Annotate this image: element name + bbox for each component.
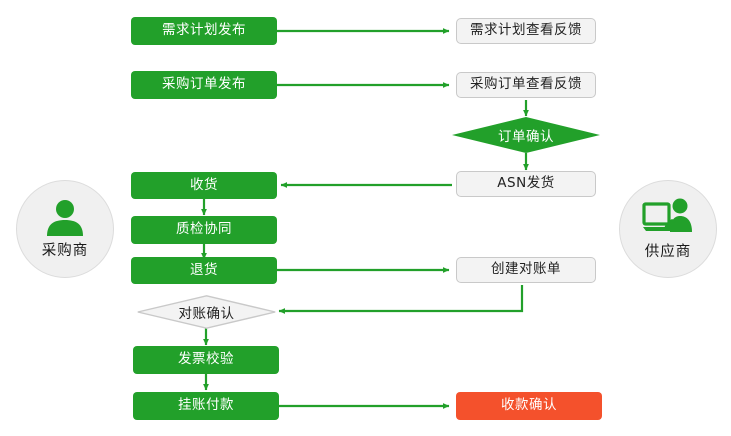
node-create-statement[interactable]: 创建对账单	[456, 257, 596, 283]
node-return-goods[interactable]: 退货	[131, 257, 277, 284]
node-order-confirm-label: 订单确认	[498, 129, 554, 145]
node-payment-post[interactable]: 挂账付款	[133, 392, 279, 420]
node-statement-confirm[interactable]: 对账确认	[137, 295, 276, 329]
edge-create-statement-to-statement-confirm	[278, 285, 524, 314]
node-asn-ship[interactable]: ASN发货	[456, 171, 596, 197]
node-demand-feedback[interactable]: 需求计划查看反馈	[456, 18, 596, 44]
diamond-shape-grey	[137, 295, 276, 329]
node-order-confirm[interactable]: 订单确认	[452, 117, 600, 153]
node-demand-publish[interactable]: 需求计划发布	[131, 17, 277, 45]
node-po-feedback[interactable]: 采购订单查看反馈	[456, 72, 596, 98]
person-icon	[44, 199, 86, 237]
actor-supplier[interactable]: 供应商	[619, 180, 717, 278]
person-computer-icon	[642, 198, 694, 238]
actor-buyer-label: 采购商	[41, 242, 89, 259]
actor-supplier-label: 供应商	[644, 243, 692, 260]
node-invoice-check[interactable]: 发票校验	[133, 346, 279, 374]
node-po-publish[interactable]: 采购订单发布	[131, 71, 277, 99]
node-receipt-confirm[interactable]: 收款确认	[456, 392, 602, 420]
node-receive[interactable]: 收货	[131, 172, 277, 199]
diamond-shape-green	[452, 117, 600, 153]
node-qc-collab[interactable]: 质检协同	[131, 216, 277, 244]
actor-buyer[interactable]: 采购商	[16, 180, 114, 278]
node-statement-confirm-label: 对账确认	[178, 306, 235, 322]
